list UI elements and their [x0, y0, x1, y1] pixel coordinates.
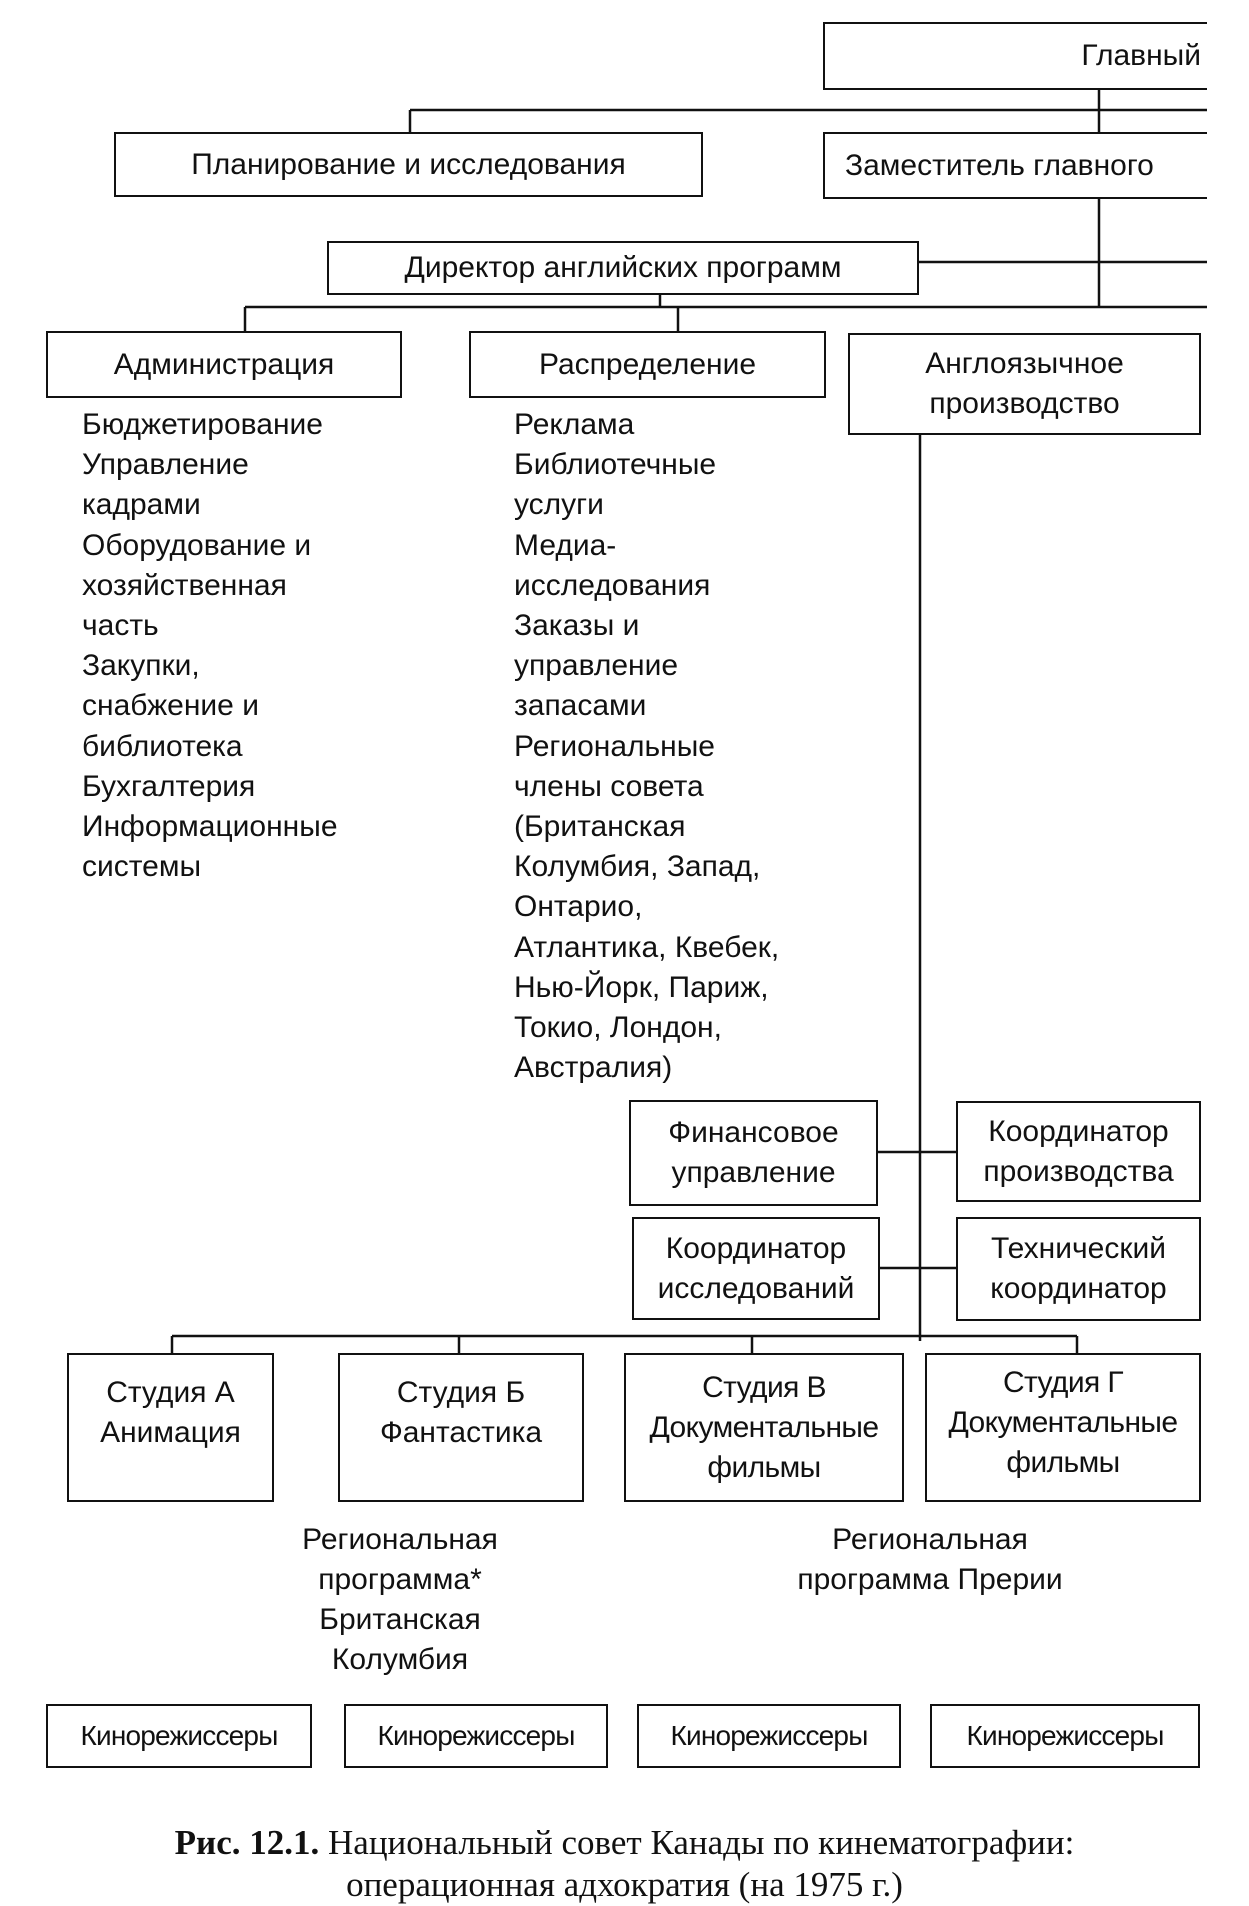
- distribution-function-item: Токио, Лондон,: [514, 1011, 722, 1045]
- director-box: Директор английских программ: [327, 241, 919, 295]
- studio-v-box: Студия В Документальные фильмы: [624, 1353, 904, 1502]
- english-production-line2: производство: [929, 387, 1120, 420]
- distribution-function-item: (Британская: [514, 810, 686, 844]
- head-box: Главный: [823, 22, 1207, 90]
- planning-box: Планирование и исследования: [114, 132, 703, 197]
- administration-function-item: кадрами: [82, 488, 201, 522]
- regional-program-bc: Региональная программа* Британская Колум…: [250, 1520, 550, 1680]
- film-directors-box-1: Кинорежиссеры: [46, 1704, 312, 1768]
- distribution-function-item: Онтарио,: [514, 890, 643, 924]
- administration-function-item: Информационные: [82, 810, 338, 844]
- film-directors-label-1: Кинорежиссеры: [80, 1720, 278, 1751]
- administration-function-item: Бухгалтерия: [82, 769, 256, 803]
- head-label: Главный: [1081, 39, 1201, 72]
- distribution-function-item: Колумбия, Запад,: [514, 850, 761, 884]
- distribution-box: Распределение: [469, 331, 826, 398]
- studio-v-line2: Документальные: [649, 1410, 880, 1444]
- finance-box: Финансовое управление: [629, 1100, 878, 1206]
- administration-label: Администрация: [113, 347, 335, 381]
- caption-title-line2: операционная адхократия (на 1975 г.): [346, 1865, 903, 1904]
- caption-title-line1: Национальный совет Канады по кинематогра…: [328, 1823, 1075, 1862]
- deputy-label: Заместитель главного: [845, 148, 1154, 182]
- administration-function-item: Закупки,: [82, 649, 200, 683]
- production-coordinator-box: Координатор производства: [956, 1101, 1201, 1202]
- administration-function-item: Управление: [82, 448, 249, 482]
- distribution-function-item: управление: [514, 649, 679, 683]
- research-coordinator-line2: исследований: [657, 1271, 855, 1305]
- studio-g-line2: Документальные: [948, 1406, 1179, 1439]
- deputy-box: Заместитель главного: [823, 132, 1207, 199]
- distribution-function-item: Атлантика, Квебек,: [514, 930, 780, 964]
- administration-function-item: снабжение и: [82, 689, 259, 723]
- regional-prairie-line2: программа Прерии: [797, 1563, 1063, 1596]
- distribution-function-item: Австралия): [514, 1051, 673, 1085]
- distribution-function-item: члены совета: [514, 769, 704, 803]
- film-directors-label-4: Кинорежиссеры: [966, 1720, 1164, 1751]
- finance-line1: Финансовое: [668, 1116, 839, 1149]
- distribution-label: Распределение: [538, 347, 757, 381]
- distribution-function-item: услуги: [514, 488, 604, 522]
- distribution-function-item: Реклама: [514, 408, 635, 441]
- figure-caption: Рис. 12.1. Национальный совет Канады по …: [0, 1822, 1249, 1906]
- administration-function-item: библиотека: [82, 729, 243, 763]
- caption-number: Рис. 12.1.: [174, 1823, 320, 1862]
- english-production-box: Англоязычное производство: [848, 333, 1201, 435]
- distribution-function-item: исследования: [514, 568, 711, 602]
- film-directors-box-3: Кинорежиссеры: [637, 1704, 901, 1768]
- production-coordinator-line1: Координатор: [988, 1114, 1169, 1148]
- research-coordinator-line1: Координатор: [665, 1231, 847, 1265]
- director-label: Директор английских программ: [404, 251, 842, 284]
- administration-function-item: Оборудование и: [82, 528, 312, 562]
- technical-coordinator-line2: координатор: [990, 1272, 1167, 1305]
- studio-v-line3: фильмы: [707, 1450, 821, 1484]
- studio-g-box: Студия Г Документальные фильмы: [925, 1353, 1201, 1502]
- production-coordinator-line2: производства: [983, 1154, 1174, 1188]
- regional-prairie-line1: Региональная: [832, 1523, 1028, 1556]
- finance-line2: управление: [671, 1156, 836, 1189]
- administration-function-item: системы: [82, 850, 202, 884]
- english-production-line1: Англоязычное: [925, 347, 1124, 380]
- technical-coordinator-line1: Технический: [991, 1232, 1166, 1265]
- studio-g-line1: Студия Г: [1002, 1366, 1124, 1399]
- distribution-function-item: Региональные: [514, 729, 715, 763]
- studio-a-line1: Студия А: [106, 1376, 235, 1409]
- regional-bc-line1: Региональная: [302, 1523, 498, 1556]
- studio-g-line3: фильмы: [1006, 1446, 1120, 1479]
- studio-a-line2: Анимация: [100, 1416, 241, 1449]
- regional-bc-line3: Британская: [319, 1603, 481, 1636]
- distribution-function-item: Нью-Йорк, Париж,: [514, 970, 769, 1004]
- distribution-function-item: запасами: [514, 689, 647, 723]
- film-directors-label-3: Кинорежиссеры: [670, 1720, 868, 1751]
- administration-function-item: хозяйственная: [82, 568, 287, 602]
- regional-program-prairie: Региональная программа Прерии: [745, 1520, 1115, 1600]
- distribution-function-item: Медиа-: [514, 528, 617, 562]
- film-directors-box-2: Кинорежиссеры: [344, 1704, 608, 1768]
- studio-b-line2: Фантастика: [379, 1416, 543, 1449]
- regional-bc-line4: Колумбия: [331, 1643, 469, 1676]
- administration-function-item: часть: [82, 609, 159, 643]
- regional-bc-line2: программа*: [318, 1563, 482, 1596]
- studio-b-box: Студия Б Фантастика: [338, 1353, 584, 1502]
- studio-v-line1: Студия В: [702, 1370, 826, 1404]
- research-coordinator-box: Координатор исследований: [632, 1217, 880, 1320]
- studio-b-line1: Студия Б: [396, 1376, 526, 1409]
- studio-a-box: Студия А Анимация: [67, 1353, 274, 1502]
- film-directors-box-4: Кинорежиссеры: [930, 1704, 1200, 1768]
- distribution-function-item: Заказы и: [514, 609, 640, 643]
- film-directors-label-2: Кинорежиссеры: [377, 1720, 575, 1751]
- technical-coordinator-box: Технический координатор: [956, 1217, 1201, 1321]
- caption-line-1: Рис. 12.1. Национальный совет Канады по …: [0, 1822, 1249, 1864]
- distribution-function-item: Библиотечные: [514, 448, 717, 482]
- administration-box: Администрация: [46, 331, 402, 398]
- planning-label: Планирование и исследования: [191, 147, 626, 181]
- administration-function-item: Бюджетирование: [82, 408, 323, 441]
